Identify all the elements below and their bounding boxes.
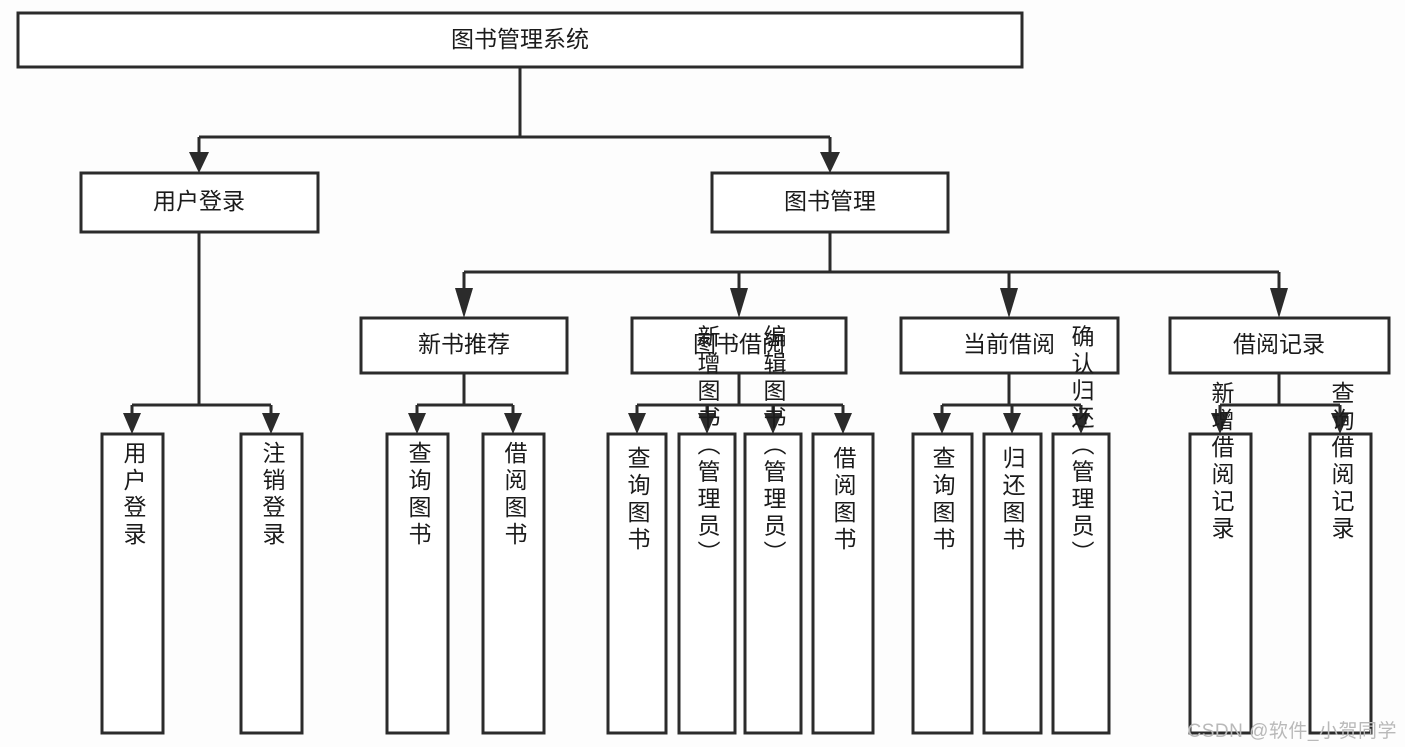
node-new-book-recommend-box[interactable] xyxy=(359,316,569,375)
node-leaf-query-book-borrow-label: 查询图书 xyxy=(624,446,651,554)
node-leaf-query-book-recommend-label: 查询图书 xyxy=(405,441,432,549)
arrow-to-new-book-recommend xyxy=(455,288,473,318)
arrow-leaf-return-book xyxy=(1003,413,1021,434)
node-leaf-user-logout-box[interactable] xyxy=(239,432,304,735)
node-leaf-query-book-borrow[interactable]: 查询图书 xyxy=(606,432,668,735)
node-leaf-add-book-admin[interactable]: 新增图书（管理员） xyxy=(677,325,737,735)
node-leaf-add-borrow-record-box[interactable] xyxy=(1188,432,1253,735)
node-leaf-return-book-box[interactable] xyxy=(982,432,1043,735)
node-leaf-borrow-book-box[interactable] xyxy=(811,432,875,735)
node-root[interactable]: 图书管理系统 xyxy=(16,11,1024,69)
node-leaf-edit-book-admin-label: 编辑图书（管理员） xyxy=(760,325,787,568)
node-leaf-borrow-book-recommend[interactable]: 借阅图书 xyxy=(481,432,546,735)
node-leaf-query-book-current-box[interactable] xyxy=(911,432,974,735)
node-book-management[interactable]: 图书管理 xyxy=(710,171,950,234)
node-leaf-return-book-label: 归还图书 xyxy=(999,446,1026,554)
node-leaf-add-book-admin-box[interactable] xyxy=(677,432,737,735)
node-leaf-borrow-book-recommend-label: 借阅图书 xyxy=(501,441,528,549)
arrow-leaf-query-book-current xyxy=(933,413,951,434)
arrow-leaf-query-borrow-record xyxy=(1331,413,1349,434)
node-borrow-records[interactable]: 借阅记录 xyxy=(1168,316,1391,375)
node-leaf-user-logout[interactable]: 注销登录 xyxy=(239,432,304,735)
node-leaf-confirm-return-admin-box[interactable] xyxy=(1051,432,1111,735)
node-user-login-box[interactable] xyxy=(79,171,320,234)
node-leaf-borrow-book-label: 借阅图书 xyxy=(830,446,857,554)
node-new-book-recommend-label: 新书推荐 xyxy=(418,331,510,357)
arrow-leaf-confirm-return-admin xyxy=(1072,413,1090,434)
node-current-borrow-box[interactable] xyxy=(899,316,1120,375)
arrow-to-user-login xyxy=(189,152,209,173)
node-leaf-user-logout-label: 注销登录 xyxy=(259,441,286,549)
node-root-label: 图书管理系统 xyxy=(451,26,589,52)
node-leaf-add-borrow-record[interactable]: 新增借阅记录 xyxy=(1188,381,1253,735)
arrow-to-book-borrow xyxy=(730,288,748,318)
node-user-login[interactable]: 用户登录 xyxy=(79,171,320,234)
node-leaf-query-borrow-record-box[interactable] xyxy=(1308,432,1373,735)
node-borrow-records-label: 借阅记录 xyxy=(1233,331,1325,357)
node-leaf-query-book-recommend[interactable]: 查询图书 xyxy=(385,432,450,735)
arrow-to-borrow-records xyxy=(1270,288,1288,318)
node-leaf-query-borrow-record-label: 查询借阅记录 xyxy=(1328,381,1355,543)
node-root-box[interactable] xyxy=(16,11,1024,69)
arrow-leaf-add-borrow-record xyxy=(1211,413,1229,434)
arrow-to-current-borrow xyxy=(1000,288,1018,318)
node-leaf-query-book-current[interactable]: 查询图书 xyxy=(911,432,974,735)
node-current-borrow-label: 当前借阅 xyxy=(963,331,1055,357)
connector-layer xyxy=(123,67,1349,434)
csdn-watermark: CSDN @软件_小贺同学 xyxy=(1187,721,1397,742)
node-book-management-label: 图书管理 xyxy=(784,188,876,214)
arrow-leaf-borrow-book xyxy=(834,413,852,434)
arrow-leaf-user-logout xyxy=(262,413,280,434)
arrow-leaf-edit-book-admin xyxy=(764,413,782,434)
node-user-login-label: 用户登录 xyxy=(153,188,245,214)
node-leaf-confirm-return-admin-label: 确认归还（管理员） xyxy=(1068,325,1095,568)
node-leaf-edit-book-admin-box[interactable] xyxy=(743,432,803,735)
node-leaf-user-login-box[interactable] xyxy=(100,432,165,735)
node-borrow-records-box[interactable] xyxy=(1168,316,1391,375)
arrow-leaf-query-book-borrow xyxy=(628,413,646,434)
node-leaf-borrow-book[interactable]: 借阅图书 xyxy=(811,432,875,735)
node-book-management-box[interactable] xyxy=(710,171,950,234)
arrow-leaf-query-book-recommend xyxy=(408,413,426,434)
node-leaf-query-borrow-record[interactable]: 查询借阅记录 xyxy=(1308,381,1373,735)
node-leaf-edit-book-admin[interactable]: 编辑图书（管理员） xyxy=(743,325,803,735)
node-leaf-query-book-borrow-box[interactable] xyxy=(606,432,668,735)
node-leaf-add-borrow-record-label: 新增借阅记录 xyxy=(1208,381,1235,543)
node-book-borrow-label: 图书借阅 xyxy=(693,331,785,357)
arrow-to-book-management xyxy=(820,152,840,173)
node-leaf-borrow-book-recommend-box[interactable] xyxy=(481,432,546,735)
arrow-leaf-add-book-admin xyxy=(698,413,716,434)
node-book-borrow[interactable]: 图书借阅 xyxy=(630,316,848,375)
node-leaf-return-book[interactable]: 归还图书 xyxy=(982,432,1043,735)
node-current-borrow[interactable]: 当前借阅 xyxy=(899,316,1120,375)
node-book-borrow-box[interactable] xyxy=(630,316,848,375)
node-leaf-user-login[interactable]: 用户登录 xyxy=(100,432,165,735)
arrow-leaf-borrow-book-recommend xyxy=(504,413,522,434)
node-new-book-recommend[interactable]: 新书推荐 xyxy=(359,316,569,375)
node-leaf-query-book-recommend-box[interactable] xyxy=(385,432,450,735)
node-leaf-query-book-current-label: 查询图书 xyxy=(929,446,956,554)
node-leaf-confirm-return-admin[interactable]: 确认归还（管理员） xyxy=(1051,325,1111,735)
node-leaf-add-book-admin-label: 新增图书（管理员） xyxy=(694,325,721,568)
arrow-leaf-user-login xyxy=(123,413,141,434)
node-leaf-user-login-label: 用户登录 xyxy=(120,441,147,549)
